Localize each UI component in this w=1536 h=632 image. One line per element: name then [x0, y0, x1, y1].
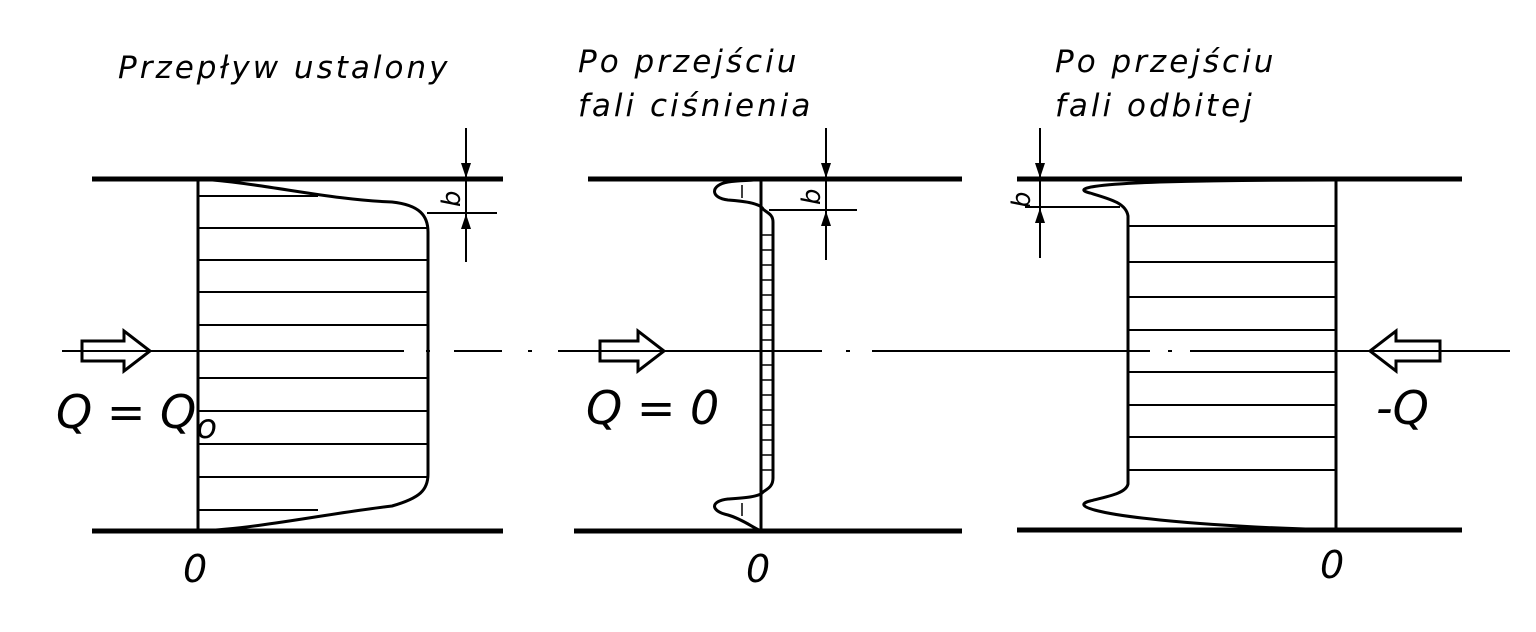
- panel2-velocity-curve: [713, 177, 775, 533]
- panel1-flow-label-subscript: o: [196, 407, 217, 447]
- panel3-flow-arrow: [1367, 327, 1442, 375]
- panel3-title-line1: Po przejściu: [1055, 44, 1276, 80]
- panel1-profile: b: [196, 128, 497, 533]
- panel3-profile: b: [1007, 128, 1338, 532]
- panel1-title: Przepływ ustalony: [118, 50, 450, 86]
- panel1-flow-label: Q = Qo: [56, 385, 217, 447]
- panel3-velocity-curve: [1082, 178, 1337, 532]
- panel1-velocity-curve: [199, 177, 430, 533]
- panel3-b-label: b: [1007, 191, 1037, 208]
- panel2-b-dimension: b: [769, 128, 857, 260]
- panel3-title-line2: fali odbitej: [1055, 88, 1255, 124]
- panel1-b-dimension: b: [427, 128, 497, 262]
- panel3-origin-label: 0: [1320, 543, 1344, 587]
- panel2-title-line2: fali ciśnienia: [578, 88, 813, 124]
- panel2-hatching: [741, 185, 773, 516]
- panel2-flow-label: Q = 0: [586, 381, 719, 435]
- panel1-origin-label: 0: [183, 547, 207, 591]
- panel1-flow-label-main: Q = Q: [56, 385, 196, 439]
- panel1-b-label: b: [437, 190, 467, 207]
- pipe-walls: [92, 176, 1462, 534]
- panel2-origin-label: 0: [746, 547, 770, 591]
- panel2-b-label: b: [797, 188, 827, 205]
- panel3-hatching: [1128, 225, 1336, 471]
- panel2-title-line1: Po przejściu: [578, 44, 799, 80]
- panel3-flow-label: -Q: [1376, 381, 1429, 435]
- panel2-profile: b: [713, 128, 857, 533]
- panel2-flow-arrow: [598, 327, 667, 375]
- panel3-b-dimension: b: [1007, 128, 1120, 258]
- panel1-flow-arrow: [80, 327, 153, 375]
- panel1-hatching: [198, 195, 428, 511]
